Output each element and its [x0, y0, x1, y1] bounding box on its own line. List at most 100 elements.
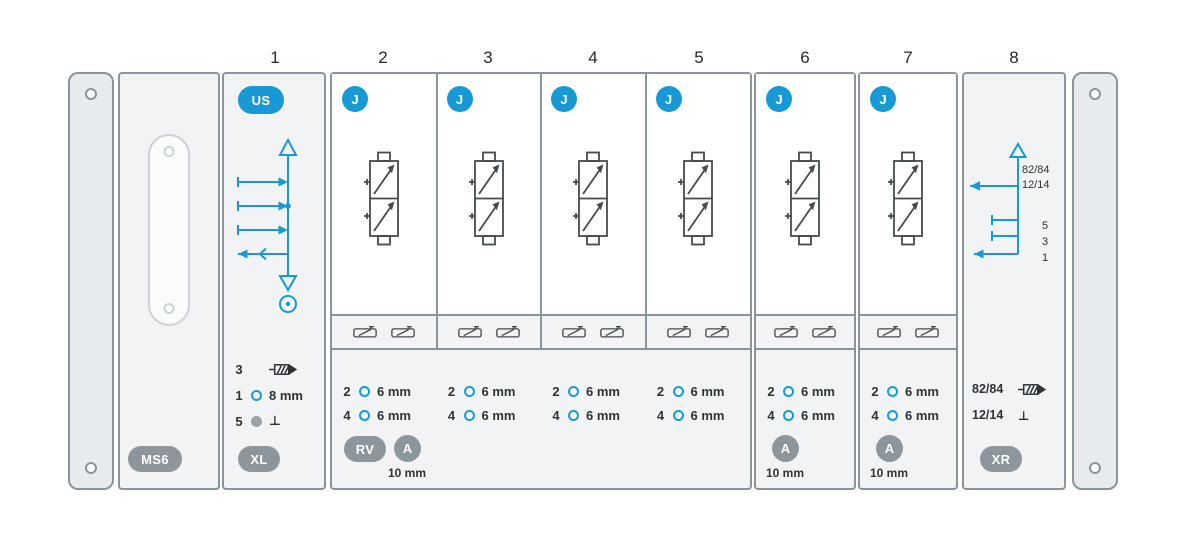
port-circle-open: [672, 409, 684, 421]
port-number: 4: [552, 407, 560, 423]
xl-badge: XL: [238, 446, 280, 472]
position-number-2: 2: [378, 48, 388, 67]
port-number: 5: [1042, 220, 1049, 232]
valve-module-4: J 2 6 mm 4 6 mm: [541, 74, 646, 488]
port-number: 4: [447, 407, 456, 423]
port-number: 4: [343, 407, 351, 423]
module-divider: [540, 74, 542, 350]
port-circle-open: [783, 409, 794, 421]
valve-module-7-panel: J 2 6 mm 4 6 mm A 10 mm: [858, 72, 958, 490]
supply-module: US 3: [222, 72, 326, 490]
port-label: 82/84: [972, 382, 1004, 396]
work-port-row: 4 6 mm: [656, 404, 725, 426]
port-size: 6 mm: [481, 383, 516, 399]
valve-module-6: J 2 6 mm 4 6 mm A 10 mm: [756, 74, 854, 488]
electrical-connector-row: [436, 316, 541, 350]
port-number: 1: [1042, 252, 1049, 264]
port-circle-open: [568, 409, 579, 421]
port-number: 5: [235, 413, 243, 429]
port-circle-open: [463, 385, 475, 397]
valve-symbol: [466, 150, 512, 250]
valve-module-2: J 2 6 mm 4 6 mm RV A 10 mm: [332, 74, 437, 488]
connector-icon: [704, 324, 730, 340]
connector-icon: [811, 324, 837, 340]
position-number-8: 8: [1009, 48, 1019, 67]
valve-slice: J: [645, 74, 750, 316]
valve-type-badge: J: [446, 86, 473, 112]
port-size: 6 mm: [905, 407, 939, 423]
screw-hole-icon: [85, 88, 97, 100]
silencer-icon: [269, 362, 301, 377]
port-number: 4: [767, 407, 775, 423]
port-circle-open: [672, 385, 684, 397]
port-circle-open: [359, 385, 370, 397]
module-divider: [644, 74, 647, 350]
valve-module-3: J 2 6 mm 4 6 mm: [436, 74, 541, 488]
valve-type-badge: J: [342, 86, 368, 112]
port-number: 1: [235, 387, 243, 403]
work-port-row: 2 6 mm: [551, 380, 620, 402]
port-size: 6 mm: [690, 383, 725, 399]
port-size: 6 mm: [801, 407, 835, 423]
port-size: 6 mm: [905, 383, 939, 399]
pilot-label: 82/84: [1022, 164, 1050, 176]
port-number: 2: [343, 383, 351, 399]
port-number: 2: [447, 383, 456, 399]
port-size: 6 mm: [377, 383, 411, 399]
electrical-connector-row: [645, 316, 750, 350]
valve-symbol: [570, 150, 616, 250]
port-number: 2: [871, 383, 879, 399]
a-badge: A: [394, 435, 421, 462]
position-number-7: 7: [903, 48, 913, 67]
port-number: 3: [1042, 236, 1049, 248]
work-port-row: 4 6 mm: [766, 404, 835, 426]
connector-icon: [561, 324, 587, 340]
work-port-row: 2 6 mm: [766, 380, 835, 402]
port-size: 6 mm: [377, 407, 411, 423]
connector-icon: [495, 324, 521, 340]
end-module: 82/84 12/14 5 3 1 82/84 12/14 ⊥ XR: [962, 72, 1066, 490]
position-number-4: 4: [588, 48, 598, 67]
connector-hole-icon: [163, 146, 175, 157]
port-size: 8 mm: [269, 387, 303, 403]
valve-slice: J: [756, 74, 854, 316]
pilot-label: 12/14: [1022, 179, 1050, 191]
work-port-row: 4 6 mm: [870, 404, 939, 426]
port-label: 12/14: [972, 408, 1004, 422]
connector-plate: MS6: [118, 72, 220, 490]
rv-badge: RV: [344, 436, 386, 462]
connector-icon: [773, 324, 799, 340]
end-port-row: 12/14 ⊥: [972, 404, 1029, 426]
a-badge: A: [772, 435, 799, 462]
accessory-size: 10 mm: [766, 466, 805, 480]
connector-icon: [390, 324, 416, 340]
port-number: 4: [656, 407, 665, 423]
work-port-row: 4 6 mm: [551, 404, 620, 426]
plug-symbol: ⊥: [1018, 407, 1030, 423]
screw-hole-icon: [1089, 88, 1101, 100]
valve-symbol: [675, 150, 721, 250]
pneumatic-schematic-end: [970, 141, 1028, 259]
port-number: 2: [552, 383, 560, 399]
electrical-connector-row: [860, 316, 956, 350]
plug-symbol: ⊥: [269, 413, 281, 429]
pneumatic-schematic-supply: [237, 137, 298, 313]
right-end-cap: [1072, 72, 1118, 490]
supply-port-row-5: 5 ⊥: [234, 410, 281, 432]
left-end-cap: [68, 72, 114, 490]
port-circle-plugged: [251, 415, 262, 427]
port-size: 6 mm: [586, 383, 620, 399]
accessory-size: 10 mm: [388, 466, 427, 480]
xr-badge: XR: [980, 446, 1022, 472]
port-circle-open: [463, 409, 475, 421]
port-circle-open: [783, 385, 794, 397]
port-size: 6 mm: [801, 383, 835, 399]
position-number-5: 5: [694, 48, 704, 67]
port-number: 3: [235, 361, 243, 377]
port-circle-open: [568, 385, 579, 397]
valve-slice: J: [332, 74, 437, 316]
valve-module-7: J 2 6 mm 4 6 mm A 10 mm: [860, 74, 956, 488]
electrical-connector-row: [332, 316, 437, 350]
connector-icon: [876, 324, 902, 340]
port-size: 6 mm: [690, 407, 725, 423]
